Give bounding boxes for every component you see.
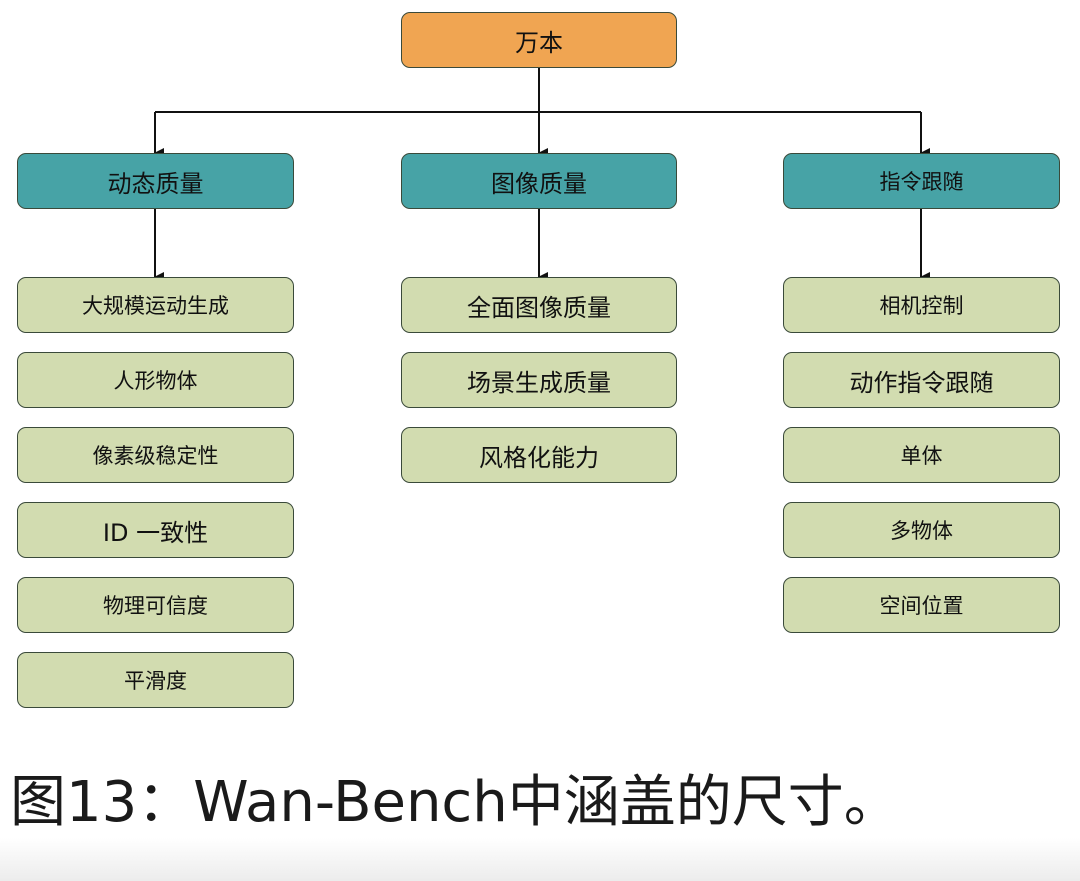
category-image-quality: 图像质量 <box>401 153 677 209</box>
item-dynamic-2: 人形物体 <box>17 352 294 408</box>
category-instruction-following: 指令跟随 <box>783 153 1060 209</box>
item-image-3: 风格化能力 <box>401 427 677 483</box>
item-dynamic-1: 大规模运动生成 <box>17 277 294 333</box>
item-dynamic-3: 像素级稳定性 <box>17 427 294 483</box>
item-dynamic-6: 平滑度 <box>17 652 294 708</box>
item-image-2: 场景生成质量 <box>401 352 677 408</box>
figure-caption: 图13：Wan-Bench中涵盖的尺寸。 <box>10 770 900 835</box>
footer-band <box>0 838 1080 881</box>
item-dynamic-5: 物理可信度 <box>17 577 294 633</box>
connector-lines <box>154 68 930 282</box>
item-instruction-3: 单体 <box>783 427 1060 483</box>
item-instruction-2: 动作指令跟随 <box>783 352 1060 408</box>
item-instruction-5: 空间位置 <box>783 577 1060 633</box>
item-image-1: 全面图像质量 <box>401 277 677 333</box>
item-instruction-4: 多物体 <box>783 502 1060 558</box>
item-instruction-1: 相机控制 <box>783 277 1060 333</box>
root-node: 万本 <box>401 12 677 68</box>
category-dynamic-quality: 动态质量 <box>17 153 294 209</box>
item-dynamic-4: ID 一致性 <box>17 502 294 558</box>
